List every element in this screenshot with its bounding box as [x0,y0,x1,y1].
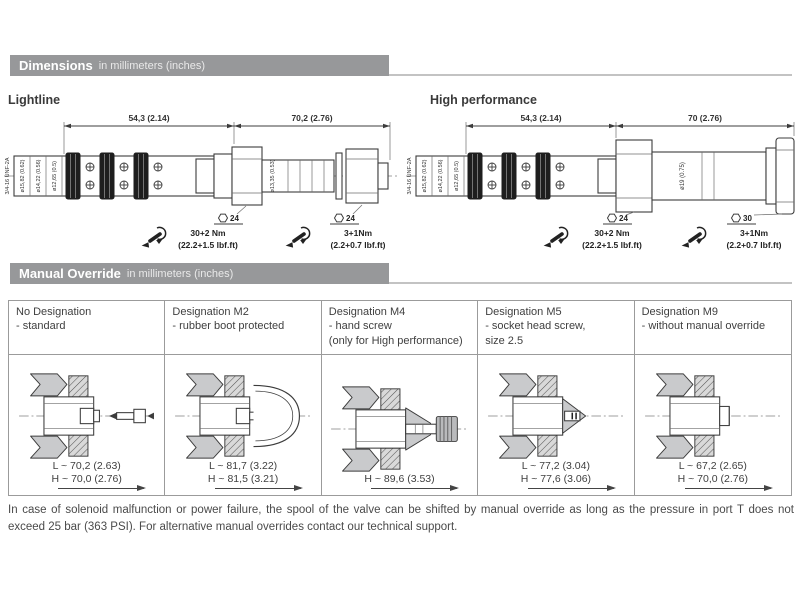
override-drawing-m5 [487,373,624,459]
lightline-dia3-label: ø12,65 (0.5) [52,161,58,191]
column-desc: size 2.5 [485,334,524,347]
lightline-dim1: 54,3 (2.14) [128,113,169,123]
manual-override-title: Manual Override [19,266,121,281]
footnote: In case of solenoid malfunction or power… [8,504,794,533]
override-header-standard: No Designation - standard [9,301,166,355]
lightline-hex2: 24 [346,214,355,223]
override-header-m2: Designation M2 - rubber boot protected [165,301,322,355]
hp-torque1-nm: 30+2 Nm [594,228,630,238]
dimension-arrow [684,484,773,491]
hp-thread-label: 3/4-16 UNF-2A [407,157,413,194]
override-cell-standard: L ~ 70,2 (2.63) H ~ 70,0 (2.76) [9,354,166,495]
override-cell-m9: L ~ 67,2 (2.65) H ~ 70,0 (2.76) [635,355,791,495]
manual-override-subtitle: in millimeters (inches) [126,267,234,280]
torque-wrench-icon [141,226,167,248]
lightline-torque2-nm: 3+1Nm [344,228,373,238]
dimensions-rule [10,74,792,76]
lightline-dim2: 70,2 (2.76) [291,113,332,123]
dimension-arrow [371,484,460,491]
hp-dia1-label: ø15,82 (0.62) [422,159,428,192]
hexagon-icon [730,213,742,223]
column-desc: - standard [16,320,66,333]
hp-torque2-lbf: (2.2+0.7 lbf.ft) [726,240,781,250]
hexagon-icon [333,213,345,223]
dim-line: H ~ 70,0 (2.76) [677,473,748,486]
lightline-dia-mid-label: ø13,35 (0.53) [270,159,276,192]
dimensions-section-bar: Dimensions in millimeters (inches) [10,55,389,76]
hexagon-icon [217,213,229,223]
high-performance-heading: High performance [430,93,537,107]
dimensions-subtitle: in millimeters (inches) [98,59,206,72]
hp-hex2: 30 [743,214,752,223]
hexagon-icon [606,213,618,223]
hand-screw [405,416,459,443]
override-drawing-m4 [331,386,468,473]
hp-torque2-nm: 3+1Nm [740,228,769,238]
dim-line: L ~ 67,2 (2.65) [678,460,747,473]
torque-wrench-icon [681,226,707,248]
manual-override-table: No Designation - standard Designation M2… [8,300,792,496]
cross-hole-ports [85,162,163,190]
column-title: Designation M5 [485,306,562,318]
column-title: No Designation [16,306,92,318]
column-title: Designation M4 [328,306,406,318]
override-header-m9: Designation M9 - without manual override [634,301,791,355]
override-drawing-m9 [644,373,781,459]
override-drawing-standard [18,373,155,459]
hp-hex1: 24 [619,214,628,223]
torque-wrench-icon [543,226,569,248]
override-header-m4: Designation M4 - hand screw (only for Hi… [321,301,479,355]
column-desc: - without manual override [641,320,766,333]
hp-dia2-label: ø14,22 (0.56) [438,159,444,192]
override-header-m5: Designation M5 - socket head screw, size… [478,301,635,355]
hp-dim1: 54,3 (2.14) [520,113,561,123]
override-cell-m4: H ~ 89,6 (3.53) [322,354,479,495]
column-desc: (only for High performance) [328,334,463,347]
override-cell-m2: L ~ 81,7 (3.22) H ~ 81,5 (3.21) [165,354,322,495]
lightline-drawing: 54,3 (2.14) 70,2 (2.76) 3/4-16 UNF-2A ø1… [4,113,398,250]
column-desc: - rubber boot protected [172,320,285,333]
dim-line: H ~ 81,5 (3.21) [207,473,279,486]
lightline-dia2-label: ø14,22 (0.56) [36,159,42,192]
override-cell-m5: L ~ 77,2 (3.04) H ~ 77,6 (3.06) [478,354,635,495]
override-pin-tool [108,408,154,424]
manual-override-section-bar: Manual Override in millimeters (inches) [10,263,389,284]
manual-override-rule [10,282,792,284]
torque-wrench-icon [285,226,311,248]
rubber-boot [249,384,301,448]
dimension-arrow [527,484,616,491]
dimensions-title: Dimensions [19,58,93,73]
hp-torque1-lbf: (22.2+1.5 lbf.ft) [582,240,642,250]
override-drawing-m2 [175,373,312,459]
closed-end [718,405,730,427]
dimension-arrow [214,484,303,491]
socket-head-screw [563,410,581,422]
hp-dia3-label: ø12,65 (0.5) [454,161,460,191]
dim-line: H ~ 70,0 (2.76) [51,473,122,486]
column-title: Designation M2 [172,306,249,318]
cross-hole-ports [487,162,565,190]
hp-dia-mid-label: ø19 (0.75) [680,162,686,190]
column-desc: - socket head screw, [485,320,586,333]
lightline-torque1-lbf: (22.2+1.5 lbf.ft) [178,240,238,250]
column-desc: - hand screw [328,320,392,333]
dim-line: L ~ 77,2 (3.04) [521,460,590,473]
lightline-thread-label: 3/4-16 UNF-2A [5,157,11,194]
high-performance-drawing: 54,3 (2.14) 70 (2.76) 3/4-16 UNF-2A ø15,… [406,113,796,250]
lightline-hex1: 24 [230,214,239,223]
dim-line: H ~ 77,6 (3.06) [520,473,592,486]
lightline-heading: Lightline [8,93,61,107]
dim-line: L ~ 70,2 (2.63) [52,460,121,473]
dimension-arrow [58,484,147,491]
lightline-dia1-label: ø15,82 (0.62) [20,159,26,192]
dim-line: H ~ 89,6 (3.53) [364,473,435,486]
dim-line: L ~ 81,7 (3.22) [208,460,278,473]
lightline-torque2-lbf: (2.2+0.7 lbf.ft) [330,240,385,250]
column-title: Designation M9 [641,306,719,318]
hp-dim2: 70 (2.76) [688,113,722,123]
lightline-torque1-nm: 30+2 Nm [190,228,226,238]
